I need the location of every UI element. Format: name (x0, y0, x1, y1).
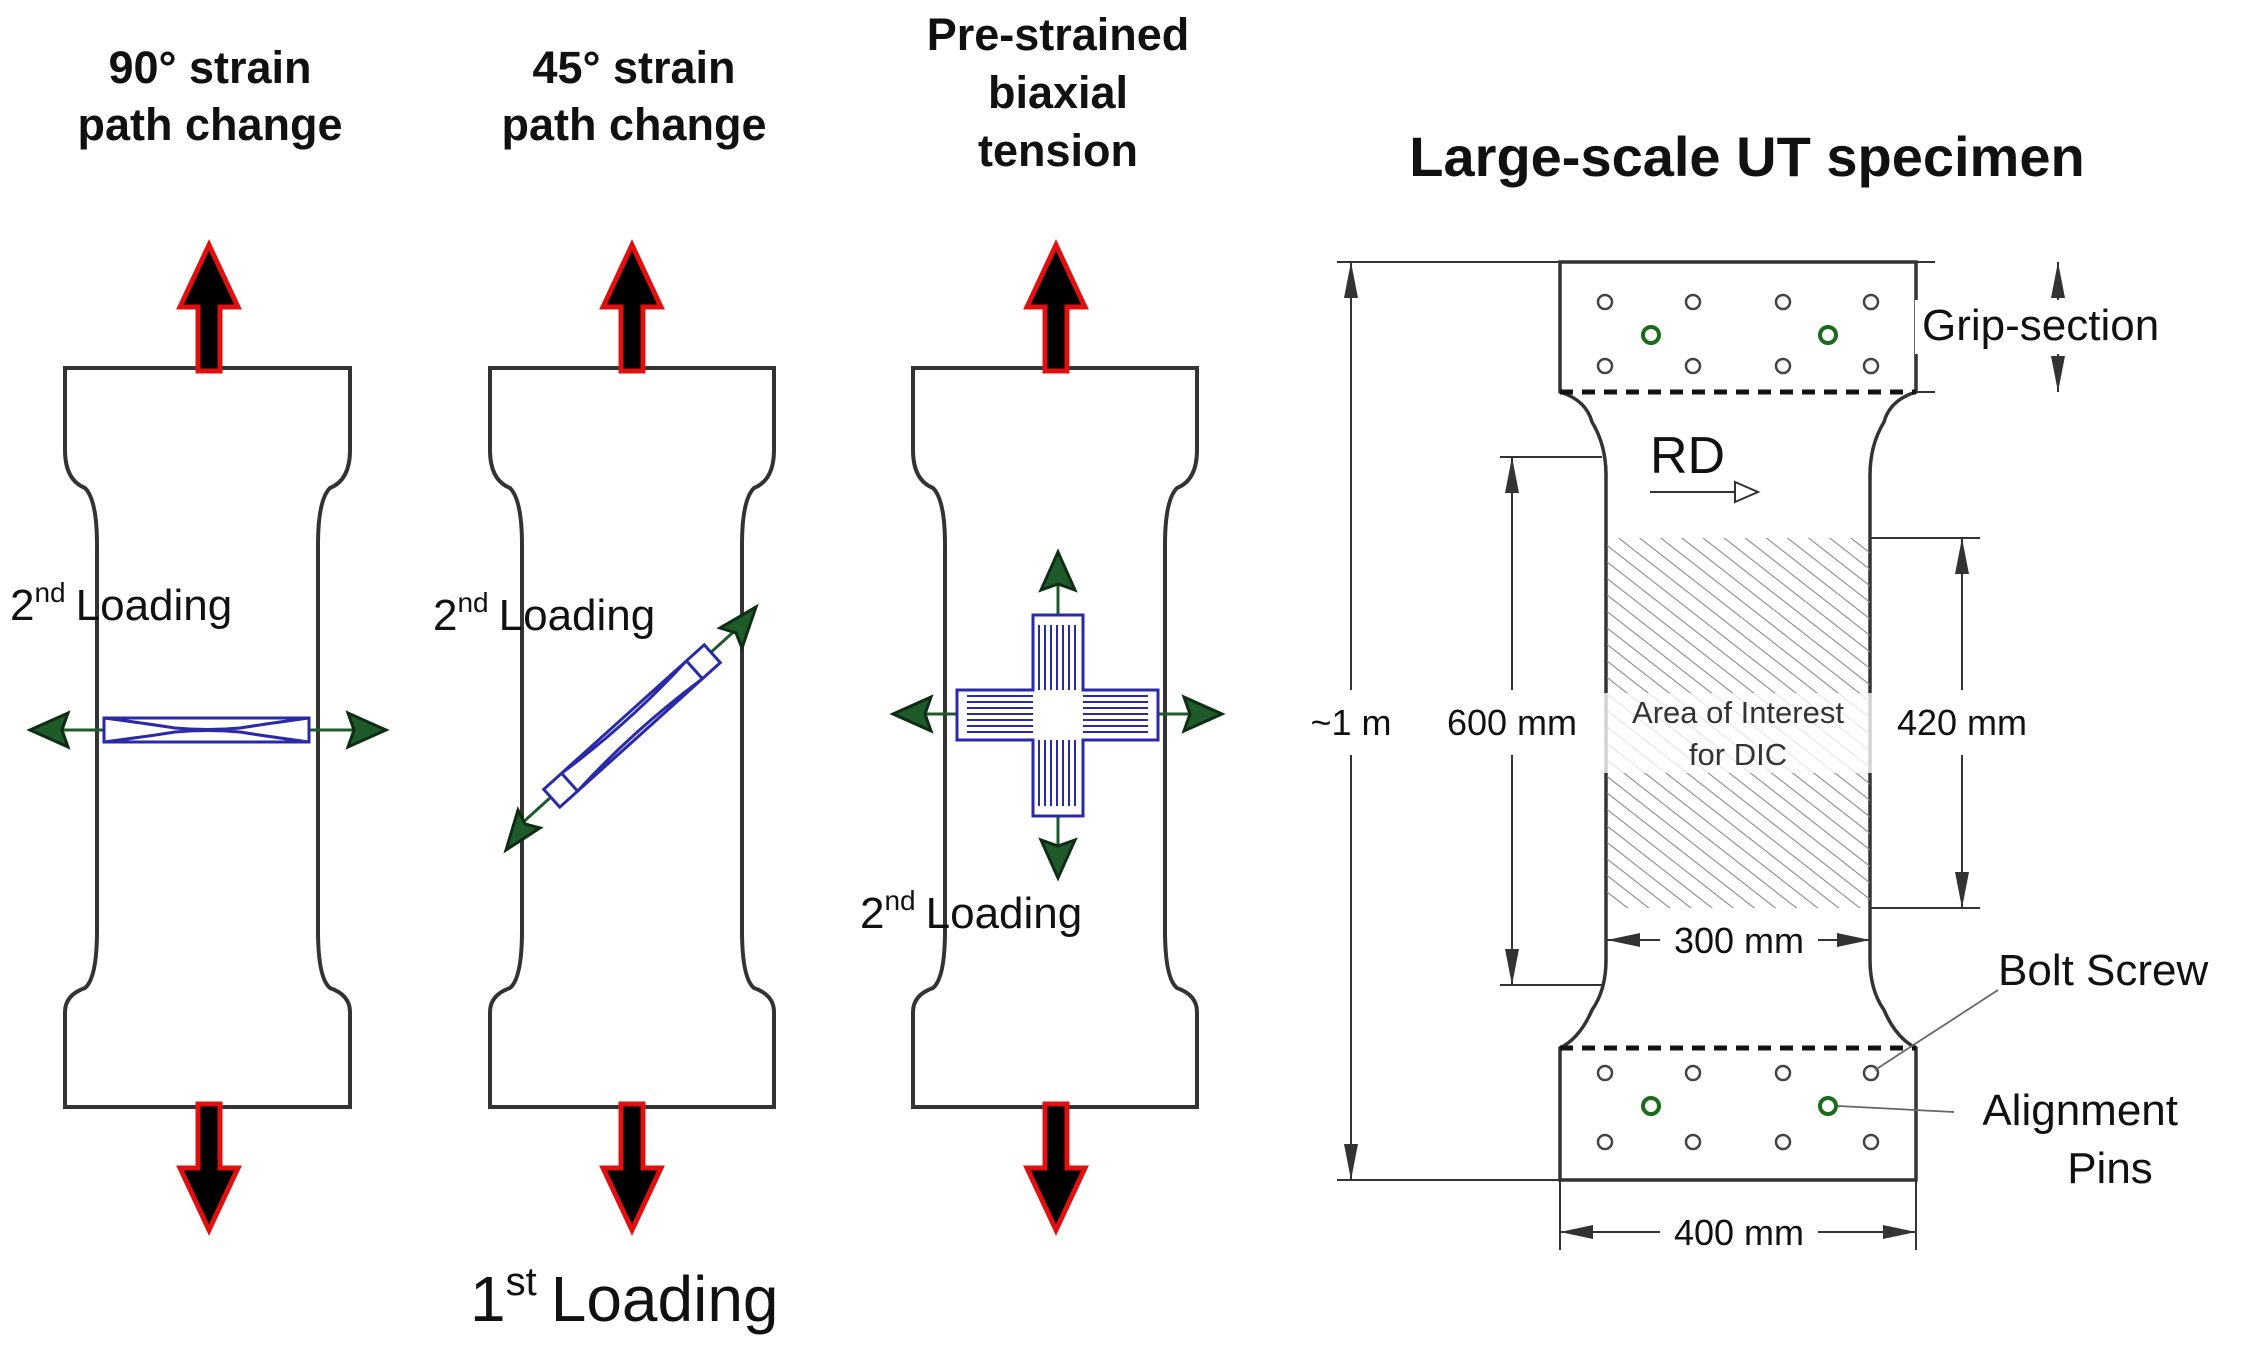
gauge-width-label: 300 mm (1674, 920, 1804, 961)
aoi-label-line1: Area of Interest (1632, 695, 1844, 730)
panel-45-title-line1: 45° strain (532, 42, 735, 93)
biaxial-arrowhead-up (1038, 548, 1078, 593)
bolt-screw-label: Bolt Screw (1998, 946, 2209, 995)
aoi-height-label: 420 mm (1897, 702, 2027, 743)
rd-label: RD (1650, 427, 1725, 485)
panel-biaxial: Pre-strained biaxial tension (860, 9, 1226, 1236)
second-loading-arrowhead-right-90 (345, 710, 390, 750)
grip-dim-arrow-up (2051, 262, 2065, 298)
alignment-pins-top (1641, 325, 1838, 345)
biaxial-arrowhead-down (1038, 837, 1078, 882)
first-loading-arrow-top-45 (599, 239, 665, 374)
panel-90-title-line1: 90° strain (108, 42, 311, 93)
rd-arrowhead (1734, 480, 1761, 504)
total-dim-arrow-down (1344, 1144, 1358, 1180)
alignment-pins-label-line2: Pins (2067, 1144, 2153, 1193)
second-loading-arrowhead-lower-45 (503, 805, 544, 854)
first-loading-arrow-top-90 (176, 239, 242, 374)
panel-biaxial-title-line2: biaxial (988, 67, 1128, 118)
biaxial-arrowhead-left (889, 694, 934, 734)
total-width-label: 400 mm (1674, 1212, 1804, 1253)
aoi-dim-arrow-down (1955, 872, 1969, 908)
bolt-holes-bottom (1596, 1064, 1880, 1151)
gauge-dim-arrow-down (1505, 949, 1519, 985)
first-loading-arrow-bottom-biaxial (1023, 1101, 1089, 1236)
panel-90-title-line2: path change (77, 99, 342, 150)
alignment-pins-bottom (1641, 1096, 1838, 1116)
large-scale-specimen: Large-scale UT specimen Area of Interest… (1310, 125, 2208, 1253)
total-length-label: ~1 m (1310, 702, 1391, 743)
panel-biaxial-title-line3: tension (978, 125, 1138, 176)
second-loading-arrowhead-left-90 (26, 710, 71, 750)
panel-45-title-line2: path change (501, 99, 766, 150)
aoi-label-line2: for DIC (1689, 737, 1787, 772)
bolt-holes-top (1596, 293, 1880, 375)
gauge-specimen-45 (541, 642, 723, 810)
cruciform-specimen (955, 613, 1160, 818)
large-specimen-title: Large-scale UT specimen (1409, 125, 2084, 188)
biaxial-arrowhead-right (1181, 694, 1226, 734)
width-dim-arrow-right (1837, 933, 1870, 947)
grip-section-label: Grip-section (1922, 301, 2159, 350)
aoi-dim-arrow-up (1955, 538, 1969, 574)
gauge-length-label: 600 mm (1447, 702, 1577, 743)
first-loading-arrow-bottom-45 (599, 1101, 665, 1236)
panel-biaxial-title-line1: Pre-strained (927, 9, 1190, 60)
grip-label-backdrop (1915, 300, 2205, 354)
total-dim-arrow-up (1344, 262, 1358, 298)
alignment-pins-leader (1837, 1105, 1955, 1113)
bolt-screw-leader (1874, 989, 1999, 1071)
total-width-arrow-left (1560, 1225, 1593, 1239)
grip-dim-arrow-down (2051, 356, 2065, 392)
second-loading-arrowhead-upper-45 (716, 603, 759, 653)
first-loading-arrow-bottom-90 (176, 1101, 242, 1236)
alignment-pins-label-line1: Alignment (1982, 1086, 2178, 1135)
gauge-specimen-90 (102, 716, 311, 744)
first-loading-arrow-top-biaxial (1023, 239, 1089, 374)
gauge-dim-arrow-up (1505, 457, 1519, 493)
width-dim-arrow-left (1607, 933, 1640, 947)
total-width-arrow-right (1883, 1225, 1916, 1239)
aoi-label-backdrop (1598, 693, 1878, 773)
